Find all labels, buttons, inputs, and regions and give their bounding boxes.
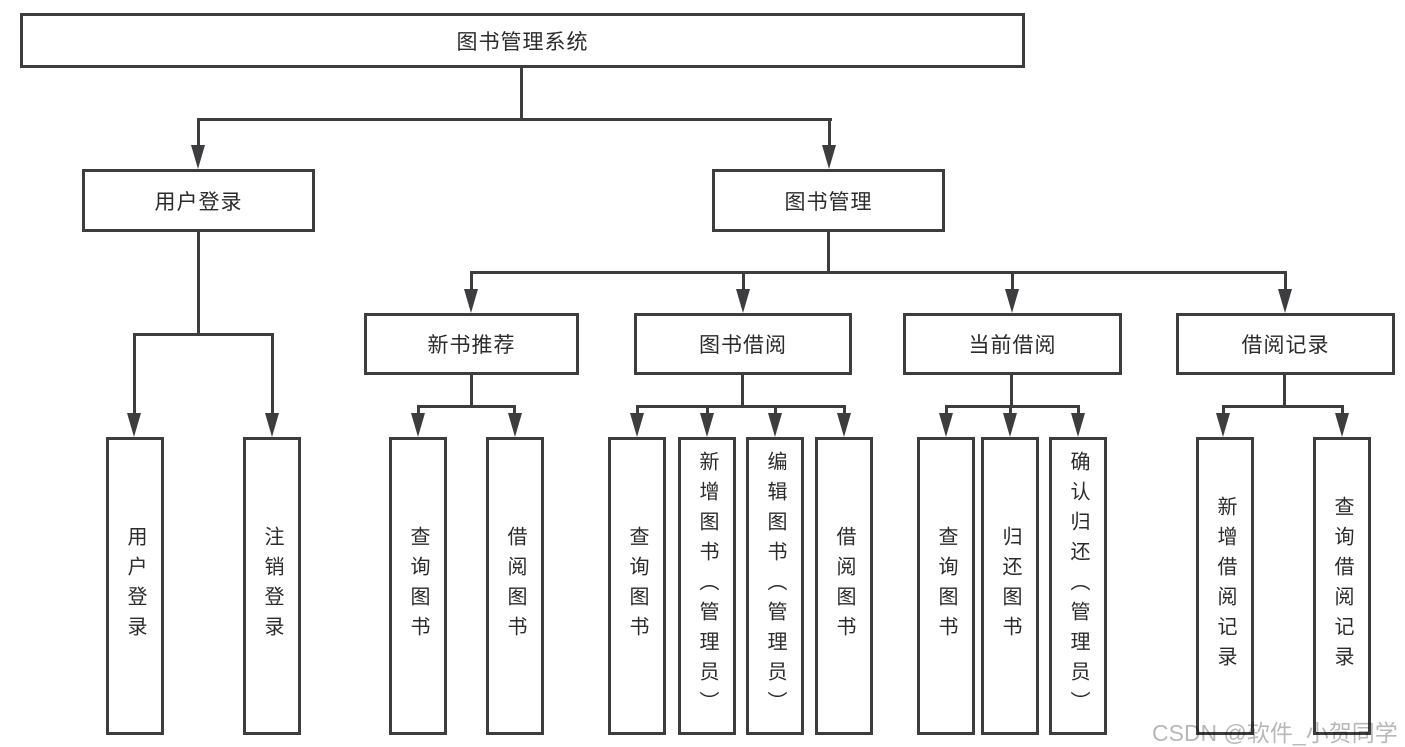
arrow-down-icon: [939, 413, 953, 437]
arrow-down-icon: [127, 413, 141, 437]
connector-line: [520, 68, 523, 120]
connector-line: [741, 375, 744, 408]
connector-line: [1341, 405, 1344, 415]
connector-line: [706, 405, 709, 415]
connector-line: [1009, 405, 1012, 415]
leaf-logout: 注销登录: [243, 437, 301, 735]
leaf-label: 新增借阅记录: [1214, 496, 1236, 676]
connector-line: [470, 375, 473, 408]
leaf-label: 归还图书: [999, 526, 1021, 646]
connector-line: [843, 405, 846, 415]
connector-line: [513, 405, 516, 415]
node-book-borrowing: 图书借阅: [634, 313, 852, 375]
leaf-borrow-books-recommend: 借阅图书: [486, 437, 544, 735]
leaf-label: 查询图书: [626, 526, 648, 646]
connector-line: [945, 405, 948, 415]
leaf-edit-books-admin: 编辑图书（管理员）: [746, 437, 804, 735]
connector-line: [417, 405, 420, 415]
arrow-down-icon: [191, 145, 205, 169]
leaf-borrow-books: 借阅图书: [815, 437, 873, 735]
connector-line: [1077, 405, 1080, 415]
connector-line: [470, 271, 1286, 274]
leaf-query-books-recommend: 查询图书: [389, 437, 447, 735]
connector-line: [417, 405, 516, 408]
connector-line: [636, 405, 846, 408]
node-new-book-recommend: 新书推荐: [364, 313, 579, 375]
leaf-query-books-borrowing: 查询图书: [608, 437, 666, 735]
connector-line: [742, 271, 745, 291]
connector-line: [1010, 375, 1013, 408]
leaf-add-books-admin: 新增图书（管理员）: [678, 437, 736, 735]
connector-line: [470, 271, 473, 291]
connector-line: [197, 232, 200, 336]
connector-line: [1011, 271, 1014, 291]
arrow-down-icon: [411, 413, 425, 437]
leaf-label: 借阅图书: [833, 526, 855, 646]
connector-line: [1222, 405, 1344, 408]
connector-line: [271, 333, 274, 413]
arrow-down-icon: [265, 413, 279, 437]
connector-line: [133, 333, 136, 413]
connector-line: [1283, 375, 1286, 408]
leaf-label: 编辑图书（管理员）: [764, 451, 786, 721]
arrow-down-icon: [1278, 289, 1292, 313]
arrow-down-icon: [822, 145, 836, 169]
connector-line: [636, 405, 639, 415]
leaf-add-borrow-record: 新增借阅记录: [1196, 437, 1254, 735]
leaf-query-borrow-record: 查询借阅记录: [1313, 437, 1371, 735]
leaf-label: 查询借阅记录: [1331, 496, 1353, 676]
connector-line: [827, 232, 830, 274]
connector-line: [828, 118, 831, 148]
node-current-borrowing: 当前借阅: [903, 313, 1122, 375]
leaf-label: 新增图书（管理员）: [696, 451, 718, 721]
leaf-label: 查询图书: [407, 526, 429, 646]
arrow-down-icon: [1003, 413, 1017, 437]
arrow-down-icon: [1335, 413, 1349, 437]
leaf-label: 查询图书: [935, 526, 957, 646]
arrow-down-icon: [768, 413, 782, 437]
node-borrowing-records: 借阅记录: [1176, 313, 1395, 375]
leaf-confirm-return-admin: 确认归还（管理员）: [1049, 437, 1107, 735]
arrow-down-icon: [630, 413, 644, 437]
node-user-login: 用户登录: [82, 169, 315, 232]
connector-line: [1222, 405, 1225, 415]
node-root: 图书管理系统: [20, 13, 1025, 68]
arrow-down-icon: [700, 413, 714, 437]
arrow-down-icon: [736, 289, 750, 313]
arrow-down-icon: [1071, 413, 1085, 437]
leaf-user-login: 用户登录: [106, 437, 164, 735]
arrow-down-icon: [1005, 289, 1019, 313]
connector-line: [774, 405, 777, 415]
watermark: CSDN @软件_小贺同学: [1152, 720, 1398, 746]
leaf-label: 用户登录: [124, 526, 146, 646]
leaf-label: 确认归还（管理员）: [1067, 451, 1089, 721]
leaf-label: 注销登录: [261, 526, 283, 646]
connector-line: [197, 118, 200, 148]
leaf-query-books-current: 查询图书: [917, 437, 975, 735]
connector-line: [1284, 271, 1287, 291]
connector-line: [945, 405, 1080, 408]
leaf-label: 借阅图书: [504, 526, 526, 646]
connector-line: [133, 333, 274, 336]
leaf-return-books: 归还图书: [981, 437, 1039, 735]
node-book-management: 图书管理: [712, 169, 945, 232]
arrow-down-icon: [1216, 413, 1230, 437]
arrow-down-icon: [464, 289, 478, 313]
connector-line: [197, 118, 832, 121]
arrow-down-icon: [508, 413, 522, 437]
arrow-down-icon: [837, 413, 851, 437]
